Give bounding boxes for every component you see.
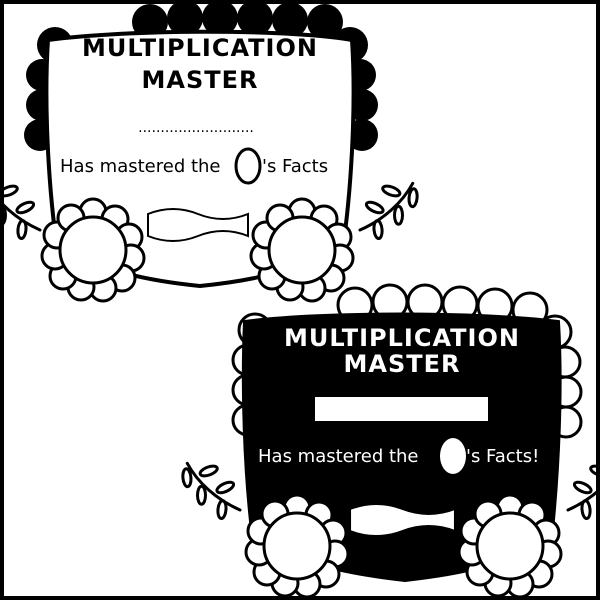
left-flower-dark	[244, 493, 350, 599]
name-line: ..........................	[138, 120, 254, 136]
mastered-text-before-dark: Has mastered the	[258, 446, 419, 467]
mastered-text-after: 's Facts	[262, 156, 328, 177]
right-flower-dark	[457, 493, 563, 599]
mastered-text-before: Has mastered the	[60, 156, 221, 177]
right-sprig	[344, 168, 431, 248]
right-sprig-dark	[552, 448, 600, 528]
name-line-dark: ..........................	[343, 411, 459, 427]
badge-title-line2-dark: MASTER	[344, 350, 461, 378]
name-box	[315, 397, 488, 421]
badge-dark: MULTIPLICATION MASTER ..................…	[169, 283, 600, 599]
mastered-text-after-dark: 's Facts!	[466, 446, 539, 467]
badge-light: MULTIPLICATION MASTER ..................…	[0, 0, 431, 303]
fact-number-oval	[234, 147, 262, 185]
left-sprig-dark	[169, 448, 256, 528]
badge-title-line2: MASTER	[142, 66, 259, 94]
left-flower	[40, 197, 146, 303]
right-flower	[249, 197, 355, 303]
badge-title-line1: MULTIPLICATION	[82, 34, 318, 62]
badge-title-line1-dark: MULTIPLICATION	[284, 324, 520, 352]
fact-number-oval-dark	[440, 438, 466, 474]
